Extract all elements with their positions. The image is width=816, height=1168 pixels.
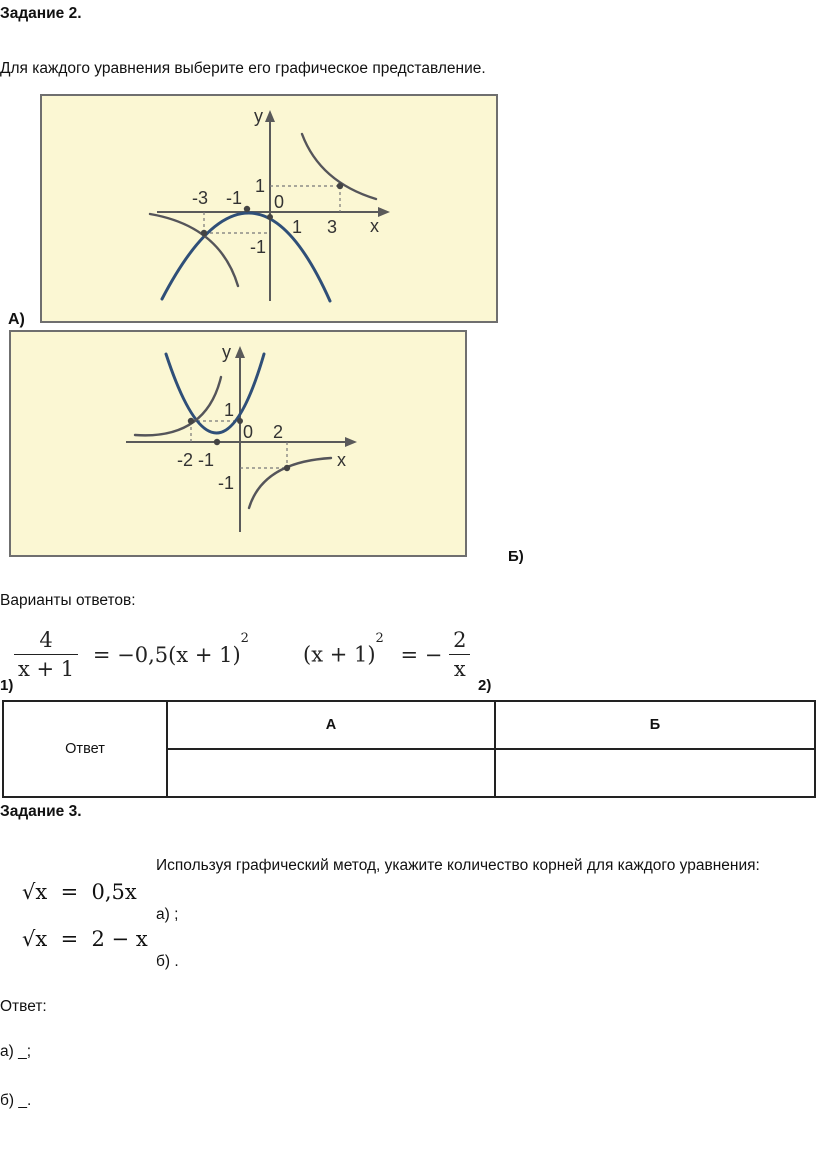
option2-number: 2) (478, 677, 492, 694)
task2-instruction: Для каждого уравнения выберите его графи… (0, 60, 486, 77)
option1-rhs: = −0,5(x + 1) (92, 642, 241, 667)
option2-denominator: x (453, 657, 466, 681)
option1-exponent: 2 (240, 631, 249, 646)
option2-fraction: 2 x (449, 626, 471, 683)
graph-b-hyperbola-right (247, 456, 333, 510)
graph-b-label: Б) (508, 548, 524, 565)
graph-a-tick-x1: 1 (292, 217, 302, 237)
answer-cell-a[interactable] (166, 748, 496, 798)
graph-b-y-arrow (235, 346, 245, 358)
answer-table: Ответ А Б (2, 700, 816, 798)
task3-equation-b: √x = 2 − x (22, 927, 148, 951)
graph-b-tick-n2n1: -2 -1 (177, 450, 214, 470)
graph-a-parabola (160, 211, 332, 303)
option2-exponent: 2 (375, 631, 384, 646)
graph-a: y x -3 -1 1 0 1 3 -1 (40, 94, 498, 323)
task2-title: Задание 2. (0, 5, 82, 22)
graph-a-tick-n1: -1 (226, 188, 242, 208)
option1-fraction: 4 x + 1 (14, 626, 79, 683)
option2-numerator: 2 (449, 626, 471, 655)
graph-a-svg: y x -3 -1 1 0 1 3 -1 (148, 106, 390, 303)
graph-b-svg: y x 1 0 2 -2 -1 -1 (126, 342, 357, 532)
option1-formula: 4 x + 1 = −0,5(x + 1)2 (14, 626, 249, 683)
graph-b: y x 1 0 2 -2 -1 -1 (9, 330, 467, 557)
graph-b-tick-ym1: -1 (218, 473, 234, 493)
option1-number: 1) (0, 677, 14, 694)
answer-cell-b[interactable] (494, 748, 816, 798)
graph-a-tick-y1: 1 (255, 176, 265, 196)
option1-denominator: x + 1 (18, 657, 75, 681)
task3-answer-b: б) _. (0, 1092, 32, 1109)
task3-item-a: а) ; (156, 906, 179, 923)
graph-a-hyperbola-right (300, 132, 378, 201)
option2-formula: (x + 1)2 = − 2 x (303, 626, 471, 683)
task3-title: Задание 3. (0, 803, 82, 820)
task3-answer-label: Ответ: (0, 998, 47, 1015)
graph-a-x-label: x (370, 216, 379, 236)
graph-b-x-arrow (345, 437, 357, 447)
option2-lhs: (x + 1) (303, 642, 376, 667)
answer-table-label: Ответ (2, 700, 168, 798)
option2-eq: = − (400, 642, 443, 667)
graph-b-x-label: x (337, 450, 346, 470)
graph-a-tick-ym1: -1 (250, 237, 266, 257)
graph-a-tick-x3: 3 (327, 217, 337, 237)
graph-a-y-label: y (254, 106, 263, 126)
options-label: Варианты ответов: (0, 592, 136, 609)
graph-a-tick-n3: -3 (192, 188, 208, 208)
answer-table-header-b: Б (494, 700, 816, 750)
task3-instruction: Используя графический метод, укажите кол… (156, 857, 760, 874)
graph-a-x-arrow (378, 207, 390, 217)
graph-a-label: А) (8, 311, 25, 328)
task3-answer-a: а) _; (0, 1043, 32, 1060)
graph-a-y-arrow (265, 110, 275, 122)
answer-table-header-a: А (166, 700, 496, 750)
graph-b-y-label: y (222, 342, 231, 362)
graph-a-tick-zero: 0 (274, 192, 284, 212)
graph-a-hyperbola-left (148, 212, 240, 288)
graph-b-tick-x2: 2 (273, 422, 283, 442)
task3-equation-a: √x = 0,5x (22, 880, 137, 904)
task3-item-b: б) . (156, 953, 179, 970)
graph-b-tick-zero: 0 (243, 422, 253, 442)
graph-b-tick-y1: 1 (224, 400, 234, 420)
option1-numerator: 4 (14, 626, 79, 655)
graph-b-parabola (164, 352, 266, 435)
